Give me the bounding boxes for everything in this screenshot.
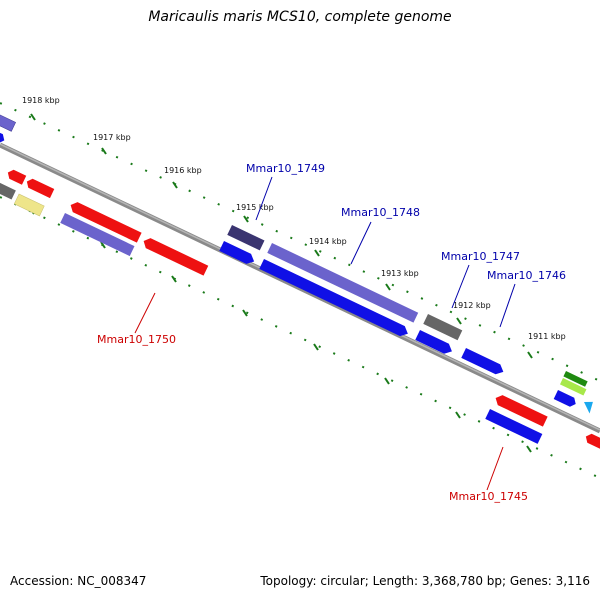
kbp-tick-label: 1912 kbp: [453, 301, 491, 310]
feature-gray-1747[interactable]: [423, 314, 463, 341]
kbp-tick-mark-inner: [313, 343, 319, 351]
feature-blue-1747[interactable]: [415, 330, 454, 356]
kbp-tick-mark: [101, 147, 107, 155]
kbp-tick-mark: [385, 283, 391, 291]
accession-text: Accession: NC_008347: [10, 574, 147, 588]
feature-dark-1749[interactable]: [227, 225, 265, 251]
feature-blue-right[interactable]: [553, 390, 578, 408]
outer-tick-track: [0, 102, 600, 382]
feature-gray-left[interactable]: [0, 181, 16, 200]
feature-red-cds-1750b[interactable]: [141, 236, 209, 276]
feature-red-cds-1750a[interactable]: [68, 200, 142, 243]
gene-label-mmar10-1748[interactable]: Mmar10_1748: [341, 206, 420, 219]
kbp-tick-mark-inner: [384, 377, 390, 385]
kbp-tick-mark: [30, 113, 36, 121]
feature-blue-1746[interactable]: [461, 348, 505, 377]
gene-label-leaders: [134, 176, 516, 491]
feature-red-small-2[interactable]: [25, 177, 55, 199]
gene-label-mmar10-1750[interactable]: Mmar10_1750: [97, 333, 176, 346]
kbp-tick-label: 1918 kbp: [22, 96, 60, 105]
kbp-tick-label: 1914 kbp: [309, 237, 347, 246]
kbp-tick-label: 1917 kbp: [93, 133, 131, 142]
kbp-tick-mark-inner: [100, 241, 106, 249]
feature-purple-1748[interactable]: [267, 243, 419, 323]
kbp-tick-mark-inner: [242, 309, 248, 317]
kbp-tick-mark-inner: [526, 445, 532, 453]
feature-cyan-right[interactable]: [581, 398, 595, 414]
feature-green[interactable]: [563, 371, 588, 387]
leader-1747: [451, 264, 470, 309]
leader-1745: [486, 446, 504, 491]
kbp-tick-mark: [172, 181, 178, 189]
kbp-ticks: 1918 kbp 1917 kbp 1916 kbp 1915 kbp 1914…: [22, 96, 566, 453]
kbp-tick-mark: [314, 249, 320, 257]
kbp-tick-mark: [527, 351, 533, 359]
feature-blue-1745b[interactable]: [485, 409, 543, 444]
kbp-tick-label: 1911 kbp: [528, 332, 566, 341]
feature-yellow-left[interactable]: [13, 193, 45, 217]
gene-label-mmar10-1747[interactable]: Mmar10_1747: [441, 250, 520, 263]
gene-label-mmar10-1745[interactable]: Mmar10_1745: [449, 490, 528, 503]
kbp-tick-label: 1913 kbp: [381, 269, 419, 278]
features-layer: [0, 111, 600, 450]
feature-blue-partial[interactable]: [0, 129, 6, 145]
feature-red-1745a[interactable]: [493, 393, 548, 427]
gene-labels: Mmar10_1749 Mmar10_1748 Mmar10_1747 Mmar…: [97, 162, 566, 503]
gene-label-mmar10-1746[interactable]: Mmar10_1746: [487, 269, 566, 282]
feature-red-small-1[interactable]: [6, 168, 27, 185]
leader-1748: [350, 221, 372, 265]
leader-1749: [255, 176, 273, 221]
kbp-tick-mark-inner: [171, 275, 177, 283]
inner-tick-track: [0, 196, 600, 479]
kbp-tick-mark-inner: [455, 411, 461, 419]
kbp-tick-mark: [243, 215, 249, 223]
map-title: Maricaulis maris MCS10, complete genome: [148, 9, 452, 25]
genome-summary-text: Topology: circular; Length: 3,368,780 bp…: [260, 574, 590, 588]
leader-1750: [134, 292, 156, 334]
feature-red-right-partial[interactable]: [584, 432, 600, 450]
feature-blue-small-mid[interactable]: [219, 241, 256, 266]
feature-purple-partial[interactable]: [0, 111, 16, 132]
kbp-tick-label: 1916 kbp: [164, 166, 202, 175]
feature-purple-cds[interactable]: [60, 213, 135, 257]
gene-label-mmar10-1749[interactable]: Mmar10_1749: [246, 162, 325, 175]
feature-blue-long[interactable]: [259, 259, 410, 339]
kbp-tick-label: 1915 kbp: [236, 203, 274, 212]
feature-lightgreen[interactable]: [559, 378, 587, 396]
leader-1746: [499, 283, 516, 328]
kbp-tick-mark: [456, 317, 462, 325]
